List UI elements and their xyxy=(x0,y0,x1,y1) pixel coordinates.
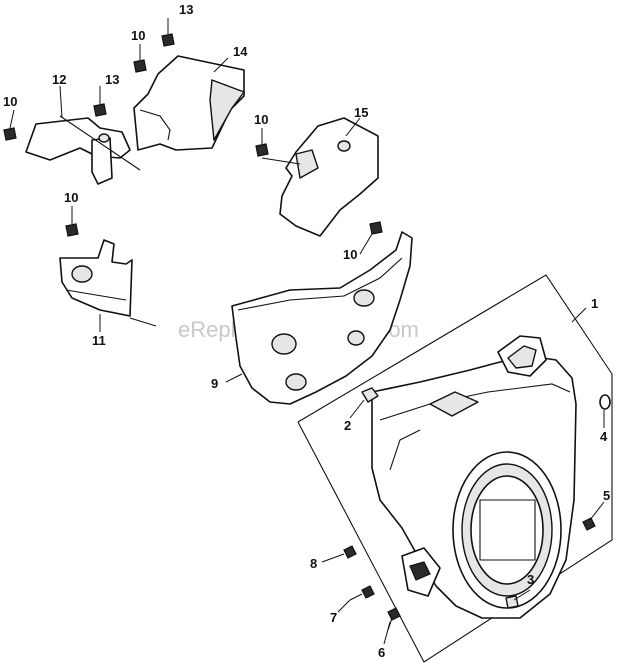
callout-10-lower: 10 xyxy=(64,190,78,205)
part-11-shroud xyxy=(59,239,157,327)
part-15-cover xyxy=(261,117,379,237)
callout-3: 3 xyxy=(527,572,534,587)
callout-13-top: 13 xyxy=(179,2,193,17)
callout-4: 4 xyxy=(600,429,608,444)
callout-11: 11 xyxy=(92,333,106,348)
callout-1: 1 xyxy=(591,296,598,311)
part-7-screw xyxy=(349,585,375,601)
callout-13-mid: 13 xyxy=(105,72,119,87)
part-5-grommet xyxy=(582,517,596,531)
callouts: 1 2 3 4 5 6 7 8 9 10 10 10 10 10 11 12 1… xyxy=(3,2,610,660)
part-14-panel xyxy=(133,55,245,151)
part-3-nut xyxy=(505,595,519,609)
callout-9: 9 xyxy=(211,376,218,391)
callout-10-right: 10 xyxy=(343,247,357,262)
callout-6: 6 xyxy=(378,645,385,660)
leader-lines xyxy=(9,18,605,645)
callout-10-top: 10 xyxy=(131,28,145,43)
part-6-screw xyxy=(387,607,401,631)
fasteners xyxy=(3,33,383,237)
part-9-baffle xyxy=(231,231,413,405)
callout-10-mid: 10 xyxy=(254,112,268,127)
part-4-plug xyxy=(599,394,611,410)
callout-15: 15 xyxy=(354,105,368,120)
part-12-bracket xyxy=(25,115,141,185)
callout-14: 14 xyxy=(233,44,248,59)
callout-2: 2 xyxy=(344,418,351,433)
part-8-screw xyxy=(343,545,357,559)
callout-12: 12 xyxy=(52,72,66,87)
assembly-frame xyxy=(297,274,613,663)
callout-8: 8 xyxy=(310,556,317,571)
callout-5: 5 xyxy=(603,488,610,503)
blower-housing xyxy=(371,335,577,619)
callout-7: 7 xyxy=(330,610,337,625)
callout-10-left: 10 xyxy=(3,94,17,109)
part-2-clip xyxy=(361,387,379,403)
